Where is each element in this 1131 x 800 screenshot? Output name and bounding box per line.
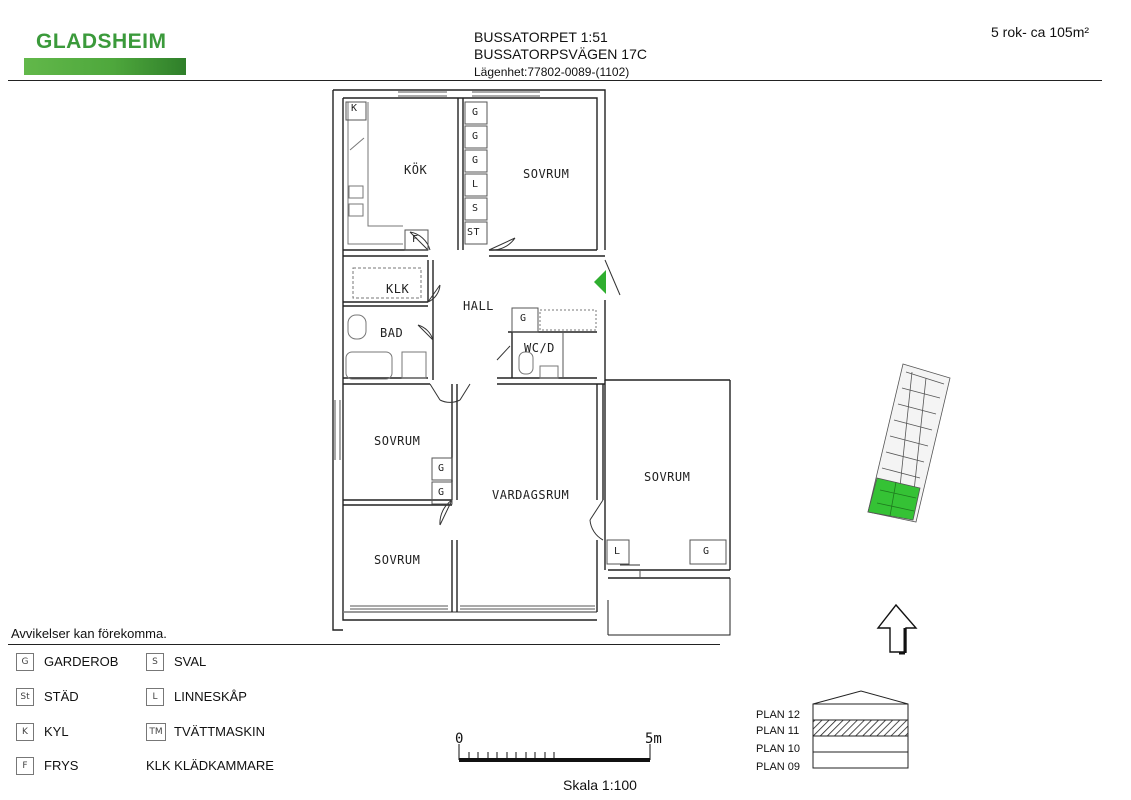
property-name: BUSSATORPET 1:51	[474, 29, 608, 45]
legend-text-sval: SVAL	[174, 654, 207, 669]
legend-code-l: L	[146, 688, 164, 706]
site-minimap	[867, 363, 951, 523]
north-arrow-icon	[876, 603, 918, 655]
room-label-bedroom-top: SOVRUM	[523, 167, 570, 181]
legend-code-g: G	[16, 653, 34, 671]
legend-code-k: K	[16, 723, 34, 741]
fixture-g-2: G	[472, 131, 479, 142]
fixture-g-right: G	[703, 546, 710, 557]
room-label-bedroom-bottom-left: SOVRUM	[374, 553, 421, 567]
fixture-g-1: G	[472, 107, 479, 118]
room-label-bedroom-mid-left: SOVRUM	[374, 434, 421, 448]
fixture-k: K	[351, 103, 358, 114]
fixture-f: F	[412, 234, 419, 245]
floor-label-09: PLAN 09	[756, 761, 801, 773]
fixture-l-bottom: L	[614, 546, 621, 557]
scale-end: 5m	[645, 731, 662, 747]
room-label-closet: KLK	[386, 282, 410, 296]
legend-text-linneskap: LINNESKÅP	[174, 689, 247, 704]
fixture-s: S	[472, 203, 479, 214]
apartment-size: 5 rok- ca 105m²	[991, 24, 1090, 40]
floor-label-10: PLAN 10	[756, 743, 801, 755]
scale-start: 0	[455, 731, 464, 747]
entrance-marker-icon	[594, 270, 606, 294]
fixture-g-bedroom-2: G	[438, 487, 445, 498]
legend-code-tm: TM	[146, 723, 166, 741]
fixture-st: ST	[467, 227, 481, 238]
company-logo-text: GLADSHEIM	[36, 30, 167, 53]
legend-code-f: F	[16, 757, 34, 775]
scale-label: Skala 1:100	[563, 777, 637, 793]
floor-label-12: PLAN 12	[756, 709, 801, 721]
street-address: BUSSATORPSVÄGEN 17C	[474, 46, 647, 62]
legend-text-garderob: GARDEROB	[44, 654, 119, 669]
legend-divider	[8, 644, 720, 645]
legend-text-kladkammare: KLK KLÄDKAMMARE	[146, 758, 274, 773]
fixture-g-hall: G	[520, 313, 527, 324]
room-label-kitchen: KÖK	[404, 163, 428, 177]
company-logo-bar	[24, 58, 186, 75]
header-divider	[8, 80, 1102, 81]
legend-text-frys: FRYS	[44, 758, 79, 773]
fixture-g-bedroom-1: G	[438, 463, 445, 474]
room-label-bedroom-right: SOVRUM	[644, 470, 691, 484]
scale-bar	[458, 744, 651, 762]
fixture-g-3: G	[472, 155, 479, 166]
legend-text-kyl: KYL	[44, 724, 69, 739]
room-label-bath: BAD	[380, 326, 404, 340]
outer-wall-left	[332, 90, 343, 631]
room-label-wc: WC/D	[524, 341, 555, 355]
legend-text-tvattmaskin: TVÄTTMASKIN	[174, 724, 266, 739]
room-label-living: VARDAGSRUM	[492, 488, 570, 502]
floor-indicator	[812, 690, 909, 769]
legend-code-st: St	[16, 688, 34, 706]
legend-text-stad: STÄD	[44, 689, 79, 704]
floor-label-11: PLAN 11	[756, 725, 800, 737]
legend-code-s: S	[146, 653, 164, 671]
fixture-l-top: L	[472, 179, 479, 190]
apartment-number: Lägenhet:77802-0089-(1102)	[474, 65, 630, 79]
deviation-notice: Avvikelser kan förekomma.	[11, 626, 167, 641]
room-label-hall: HALL	[463, 299, 494, 313]
